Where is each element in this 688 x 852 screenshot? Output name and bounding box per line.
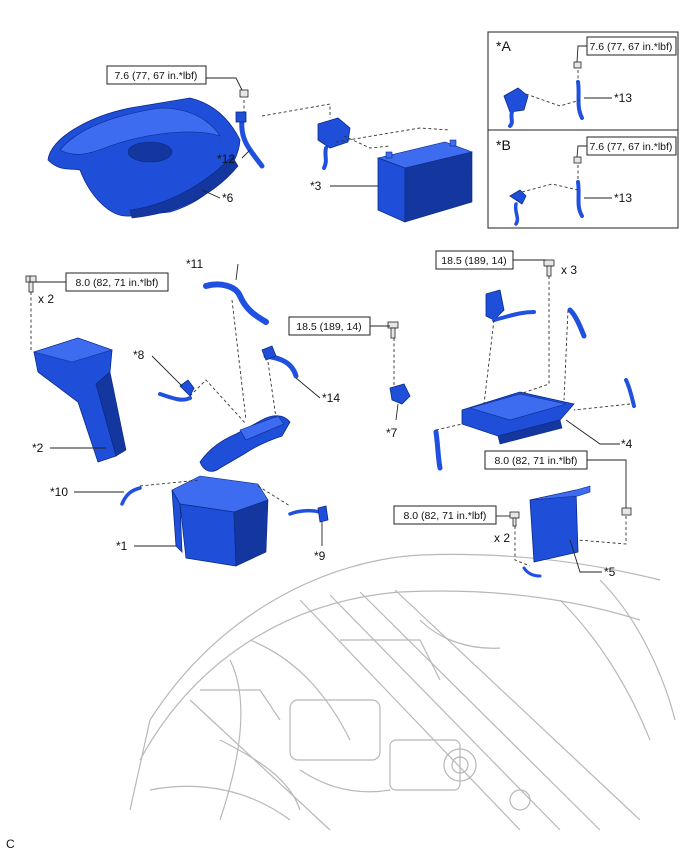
torque-callout-terminal-b: 7.6 (77, 67 in.*lbf) (586, 136, 677, 156)
torque-text: 7.6 (77, 67 in.*lbf) (590, 41, 673, 53)
part-label-10: *10 (50, 485, 68, 499)
engine-cover (47, 97, 241, 219)
torque-callout-ecu-left: 8.0 (82, 71 in.*lbf) (393, 505, 497, 525)
tray-bolt (543, 259, 555, 277)
part-label-13-b: *13 (614, 191, 632, 205)
battery (376, 139, 474, 223)
torque-callout-tray: 18.5 (189, 14) (435, 250, 514, 270)
leader-lines (29, 45, 627, 573)
alignment-lines (30, 70, 631, 567)
torque-text: 8.0 (82, 71 in.*lbf) (404, 510, 487, 522)
air-cleaner-assembly (171, 475, 269, 567)
torque-text: 18.5 (189, 14) (441, 255, 506, 267)
part-label-12: *12 (217, 152, 235, 166)
clip-8 (158, 379, 195, 402)
bracket-bolt (387, 321, 399, 339)
torque-text: 18.5 (189, 14) (296, 321, 361, 333)
tray-brackets (433, 289, 636, 471)
terminal-nut-main (239, 89, 249, 98)
part-label-3: *3 (310, 179, 322, 193)
ecu-bolt-left (509, 511, 520, 527)
ecu-bracket (522, 485, 591, 578)
inlet-bolt (25, 275, 37, 293)
torque-text: 8.0 (82, 71 in.*lbf) (495, 455, 578, 467)
hose-14 (261, 345, 299, 379)
figure-code: C (6, 837, 15, 851)
air-cleaner-hose (199, 415, 291, 472)
ecu-nut-right (621, 507, 632, 516)
torque-callout-inlet: 8.0 (82, 71 in.*lbf) (65, 272, 169, 292)
battery-tray (461, 391, 575, 445)
part-label-6: *6 (222, 191, 234, 205)
torque-text: 7.6 (77, 67 in.*lbf) (115, 70, 198, 82)
torque-callout-bracket7: 18.5 (189, 14) (288, 316, 371, 336)
part-label-14: *14 (322, 391, 340, 405)
engine-bay-illustration (129, 553, 676, 831)
part-label-2: *2 (32, 441, 44, 455)
part-label-11: *11 (186, 257, 203, 271)
part-label-8: *8 (133, 348, 145, 362)
torque-text: 7.6 (77, 67 in.*lbf) (590, 141, 673, 153)
battery-cable-negative (235, 111, 265, 169)
torque-text: 8.0 (82, 71 in.*lbf) (76, 277, 159, 289)
part-label-1: *1 (116, 539, 128, 553)
hose-11 (203, 281, 269, 325)
inset-label-a: *A (496, 38, 511, 54)
battery-terminal-clamp (317, 117, 351, 170)
inset-label-b: *B (496, 137, 511, 153)
inset-b-parts (509, 156, 584, 226)
quantity-ecu-bolts: x 2 (494, 531, 510, 545)
torque-callout-terminal-a: 7.6 (77, 67 in.*lbf) (586, 36, 677, 56)
part-label-5: *5 (604, 565, 616, 579)
torque-callout-ecu-right: 8.0 (82, 71 in.*lbf) (484, 450, 588, 470)
torque-callout-terminal-main: 7.6 (77, 67 in.*lbf) (106, 65, 207, 85)
quantity-inlet-bolts: x 2 (38, 292, 54, 306)
part-label-13-a: *13 (614, 91, 632, 105)
part-label-7: *7 (386, 426, 398, 440)
part-label-9: *9 (314, 549, 326, 563)
air-inlet-duct (32, 337, 127, 463)
sensor-9 (288, 505, 329, 523)
part-label-4: *4 (621, 437, 633, 451)
bracket-7 (389, 383, 411, 405)
clip-10 (120, 486, 142, 506)
quantity-tray-bolts: x 3 (561, 263, 577, 277)
